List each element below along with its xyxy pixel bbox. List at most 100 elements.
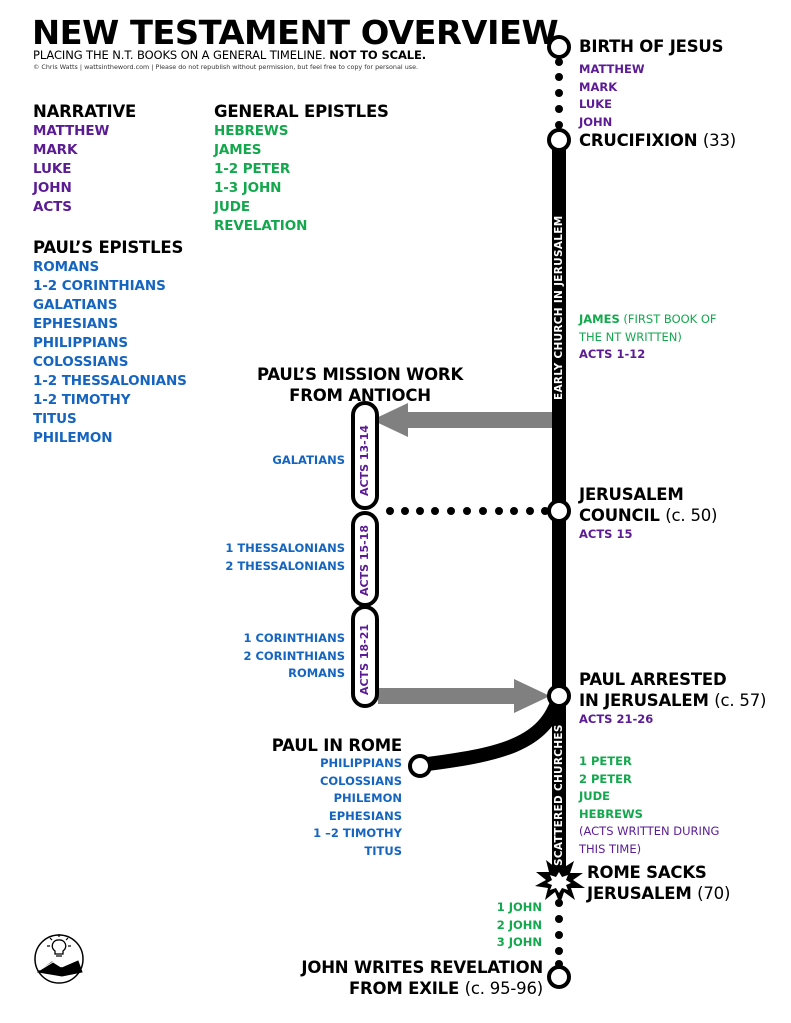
arrow-to-jerusalem: [378, 679, 550, 713]
legend-heading: PAUL’S EPISTLES: [33, 238, 184, 257]
legend-narrative: NARRATIVE MATTHEW MARK LUKE JOHN ACTS: [33, 102, 136, 217]
book-item: MATTHEW: [579, 62, 645, 76]
event-year: (c. 50): [665, 506, 718, 525]
book-item: 1 –2 TIMOTHY: [313, 826, 402, 840]
birth-books: MATTHEW MARK LUKE JOHN: [579, 61, 645, 131]
subtitle-bold: NOT TO SCALE.: [329, 48, 427, 62]
rome-books: PHILIPPIANS COLOSSIANS PHILEMON EPHESIAN…: [250, 755, 402, 860]
rome-node: [408, 754, 432, 778]
birth-node: [547, 35, 571, 59]
legend-item: JAMES: [214, 142, 262, 158]
book-item: ROMANS: [288, 666, 345, 680]
lightbulb-book-icon: [34, 934, 84, 984]
event-year: (33): [702, 131, 736, 150]
legend-item: TITUS: [33, 411, 77, 427]
revelation-node: [547, 965, 571, 989]
journey-3-books: 1 CORINTHIANS 2 CORINTHIANS ROMANS: [190, 630, 345, 683]
legend-item: REVELATION: [214, 218, 308, 234]
arrest-acts: ACTS 21-26: [579, 712, 654, 726]
journey-2-books: 1 THESSALONIANS 2 THESSALONIANS: [190, 540, 345, 575]
event-birth-title: BIRTH OF JESUS: [579, 37, 724, 56]
early-church-label: EARLY CHURCH IN JERUSALEM: [553, 215, 565, 401]
journey-2-acts: ACTS 15-18: [358, 524, 371, 596]
scattered-note-line2: THIS TIME): [579, 841, 642, 856]
book-item: MARK: [579, 79, 618, 94]
book-item: PHILEMON: [333, 791, 402, 805]
journey-pill-3: [351, 605, 379, 708]
journey-3-acts: ACTS 18-21: [358, 623, 371, 695]
event-rome-sacks: ROME SACKS JERUSALEM (70): [587, 862, 730, 904]
legend-pauls-epistles: PAUL’S EPISTLES ROMANS 1-2 CORINTHIANS G…: [33, 238, 187, 448]
event-revelation: JOHN WRITES REVELATION FROM EXILE (c. 95…: [240, 957, 543, 999]
book-item: 1 PETER: [579, 754, 632, 768]
event-title-line1: PAUL ARRESTED: [579, 670, 727, 689]
book-item: HEBREWS: [579, 806, 643, 821]
book-item: 1 THESSALONIANS: [225, 541, 345, 555]
birth-dotted-connector: [555, 58, 563, 129]
page-subtitle: PLACING THE N.T. BOOKS ON A GENERAL TIME…: [33, 49, 426, 62]
book-item: 2 PETER: [579, 771, 632, 786]
event-year: (c. 95-96): [464, 979, 544, 998]
event-crucifixion: CRUCIFIXION (33): [579, 130, 736, 151]
crucifixion-node: [547, 128, 571, 152]
event-year: (70): [697, 884, 731, 903]
event-council: JERUSALEM COUNCIL (c. 50): [579, 484, 718, 526]
event-title-line1: ROME SACKS: [587, 863, 707, 882]
legend-item: 1-2 CORINTHIANS: [33, 278, 166, 294]
legend-item: LUKE: [33, 161, 72, 177]
book-item: 1 CORINTHIANS: [243, 631, 345, 645]
book-item: 2 THESSALONIANS: [225, 558, 345, 573]
book-item: 2 JOHN: [496, 917, 542, 932]
council-acts: ACTS 15: [579, 527, 633, 541]
arrest-node: [547, 684, 571, 708]
event-arrest: PAUL ARRESTED IN JERUSALEM (c. 57): [579, 669, 766, 711]
legend-item: PHILIPPIANS: [33, 335, 129, 351]
journey-1-books: GALATIANS: [200, 452, 345, 470]
event-title: CRUCIFIXION: [579, 131, 698, 150]
book-item: GALATIANS: [272, 453, 345, 467]
book-item: 1 JOHN: [496, 900, 542, 914]
legend-item: MATTHEW: [33, 123, 110, 139]
james-note-line1: (FIRST BOOK OF: [619, 312, 717, 326]
john-letters: 1 JOHN 2 JOHN 3 JOHN: [470, 899, 542, 952]
james-note: JAMES (FIRST BOOK OF THE NT WRITTEN) ACT…: [579, 311, 717, 364]
arrow-to-antioch: [372, 403, 552, 437]
legend-item: MARK: [33, 142, 78, 158]
book-item: EPHESIANS: [328, 808, 402, 823]
james-book: JAMES: [579, 312, 620, 326]
book-item: COLOSSIANS: [319, 773, 402, 788]
legend-item: 1-2 TIMOTHY: [33, 392, 131, 408]
legend-general-epistles: GENERAL EPISTLES HEBREWS JAMES 1-2 PETER…: [214, 102, 389, 236]
book-item: 2 CORINTHIANS: [243, 648, 345, 663]
rome-curve: [419, 694, 566, 772]
scattered-books: 1 PETER 2 PETER JUDE HEBREWS (ACTS WRITT…: [579, 753, 719, 858]
legend-item: JOHN: [33, 180, 72, 196]
page-title: NEW TESTAMENT OVERVIEW: [32, 13, 559, 52]
legend-item: JUDE: [214, 199, 251, 215]
event-title-line2: FROM EXILE: [348, 979, 460, 998]
legend-item: 1-2 PETER: [214, 161, 291, 177]
event-title-line2: JERUSALEM: [587, 884, 692, 903]
council-node: [547, 499, 571, 523]
book-item: JUDE: [579, 789, 611, 803]
event-title-line1: JOHN WRITES REVELATION: [301, 958, 543, 977]
legend-item: COLOSSIANS: [33, 354, 129, 370]
book-item: JOHN: [579, 114, 613, 129]
legend-item: EPHESIANS: [33, 316, 118, 332]
mission-heading: PAUL’S MISSION WORK FROM ANTIOCH: [250, 364, 470, 406]
legend-heading: NARRATIVE: [33, 102, 137, 121]
scattered-churches-label: SCATTERED CHURCHES: [553, 724, 565, 866]
james-acts: ACTS 1-12: [579, 347, 646, 361]
journey-1-acts: ACTS 13-14: [358, 424, 371, 496]
book-item: PHILIPPIANS: [320, 756, 402, 770]
legend-item: ACTS: [33, 199, 72, 215]
revelation-dotted-connector: [555, 899, 563, 968]
copyright-notice: © Chris Watts | wattsintheword.com | Ple…: [33, 63, 419, 71]
book-item: TITUS: [364, 843, 402, 858]
legend-item: GALATIANS: [33, 297, 118, 313]
legend-item: PHILEMON: [33, 430, 113, 446]
journey-pill-1: [351, 401, 379, 510]
book-item: 3 JOHN: [496, 935, 542, 949]
legend-item: HEBREWS: [214, 123, 289, 139]
